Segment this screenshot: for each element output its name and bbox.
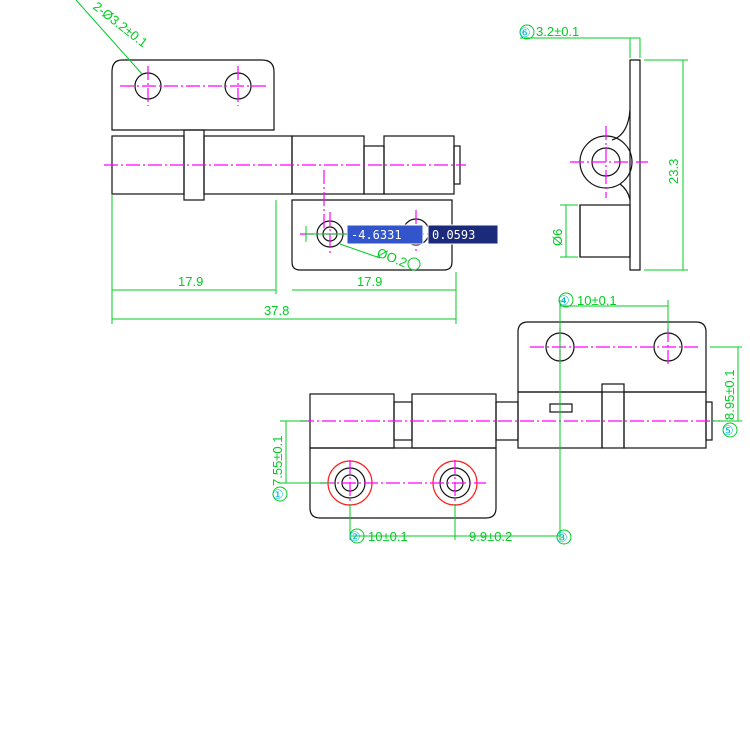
hole-dia-label: 2-Ø3.2±0.1: [90, 0, 150, 50]
dim-right-17-9: 17.9: [357, 274, 382, 289]
side-view: ⑥ 3.2±0.1 23.3 Ø6: [519, 24, 688, 271]
bottom-right-offset-label: 8.95±0.1: [722, 369, 737, 420]
dim-left-17-9: 17.9: [178, 274, 203, 289]
bottom-barrel-5: [623, 391, 707, 449]
side-pin-stub: [579, 204, 631, 258]
bottom-offset-label: 9.9±0.2: [469, 529, 512, 544]
bottom-balloon-2: ②: [349, 529, 361, 544]
bottom-balloon-3: ③: [556, 530, 568, 545]
y-coordinate-value: 0.0593: [432, 228, 475, 242]
bottom-lower-leaf: [309, 447, 497, 519]
y-coordinate-field[interactable]: [427, 224, 499, 245]
coordinate-input-popup[interactable]: -4.6331 0.0593: [305, 224, 499, 245]
x-coordinate-value: -4.6331: [351, 228, 402, 242]
bottom-balloon-5: ⑤: [722, 423, 734, 438]
bottom-left-offset-label: 7.55±0.1: [270, 435, 285, 486]
bottom-view: ④ 10±0.1 ⑤ 8.95±0.1 ① 7.55±0.1 ② 10±0.1 …: [270, 292, 742, 545]
side-knuckle-outline: [611, 109, 631, 141]
side-balloon-6: ⑥: [519, 25, 531, 40]
rotation-leader-label: ØO.2: [375, 245, 409, 271]
dim-total-37-8: 37.8: [264, 303, 289, 318]
upper-leaf-outline: [111, 59, 275, 131]
bottom-top-spacing-label: 10±0.1: [577, 293, 617, 308]
bottom-balloon-1: ①: [272, 487, 284, 502]
bottom-balloon-4: ④: [558, 293, 570, 308]
side-thickness-label: 3.2±0.1: [536, 24, 579, 39]
barrel-collar-right: [363, 145, 385, 195]
side-height-label: 23.3: [666, 159, 681, 184]
side-pin-dia-label: Ø6: [550, 229, 565, 246]
bottom-hole-spacing-label: 10±0.1: [368, 529, 408, 544]
bottom-barrel-collar-2: [601, 383, 625, 449]
lower-leaf-outline: [291, 199, 453, 271]
top-view: 2-Ø3.2±0.1 17.9 17.9 37.8 ØO.2: [75, 0, 466, 324]
